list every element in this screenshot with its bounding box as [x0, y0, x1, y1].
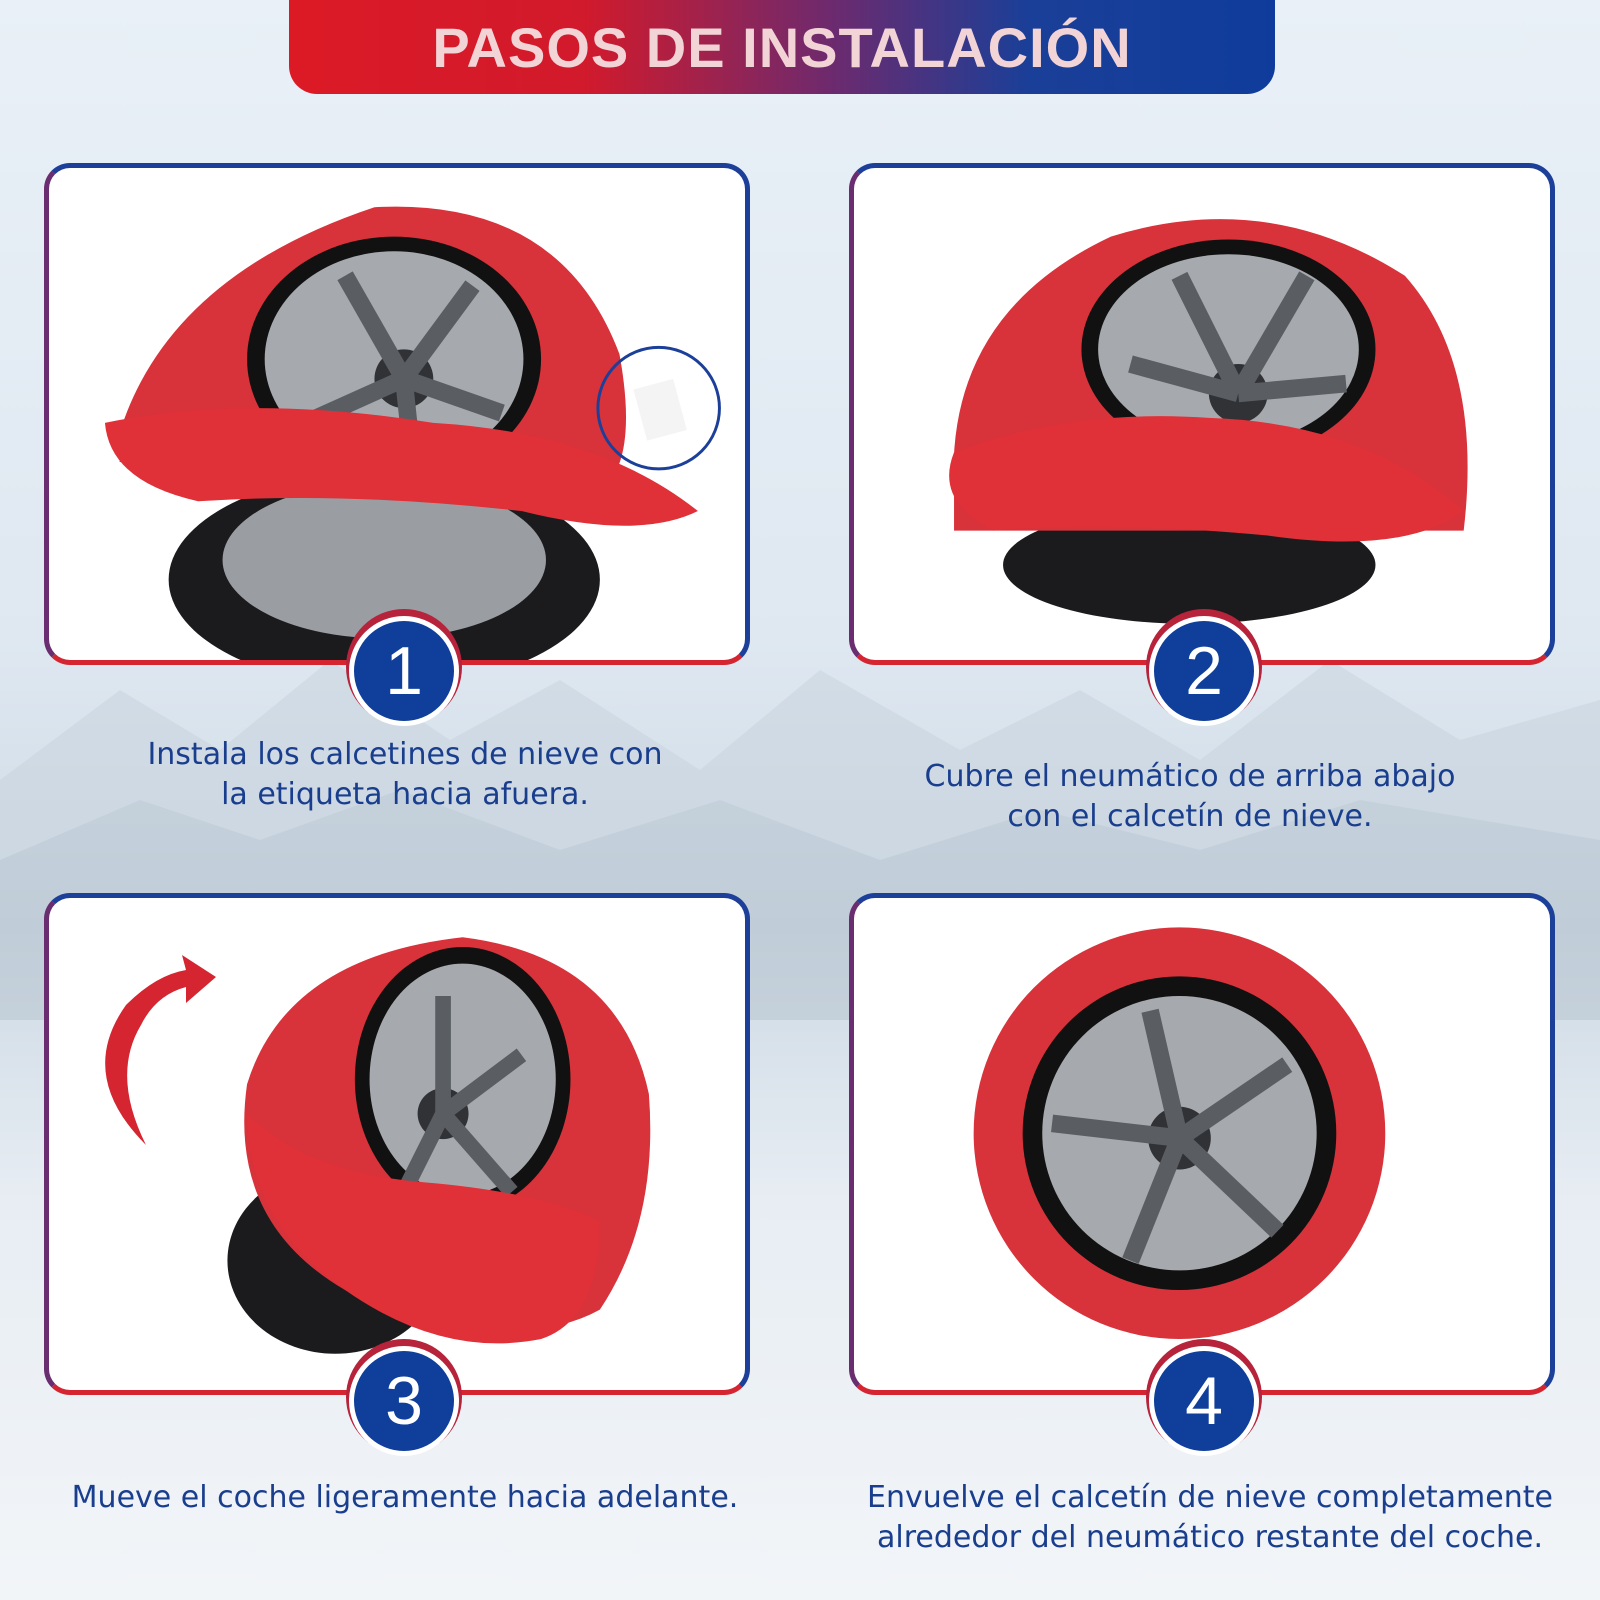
step-1-card: [44, 163, 750, 665]
step-2-photo: [949, 219, 1468, 624]
step-2-caption-line2: con el calcetín de nieve.: [1007, 799, 1373, 834]
step-2-card: [849, 163, 1555, 665]
step-4-caption-line2: alrededor del neumático restante del coc…: [877, 1520, 1543, 1555]
page-title: PASOS DE INSTALACIÓN: [432, 15, 1132, 79]
step-4-card: [849, 893, 1555, 1395]
step-1-caption-line2: la etiqueta hacia afuera.: [221, 777, 589, 812]
step-1-number: 1: [349, 616, 459, 726]
step-4-caption: Envuelve el calcetín de nieve completame…: [830, 1478, 1590, 1558]
step-4-number: 4: [1149, 1346, 1259, 1456]
step-4-caption-line1: Envuelve el calcetín de nieve completame…: [867, 1480, 1553, 1515]
step-3-caption-line1: Mueve el coche ligeramente hacia adelant…: [71, 1480, 739, 1515]
step-2-number: 2: [1149, 616, 1259, 726]
step-1-caption-line1: Instala los calcetines de nieve con: [147, 737, 663, 772]
forward-arrow-icon: [105, 955, 216, 1145]
step-4-photo: [973, 927, 1386, 1340]
step-1-caption: Instala los calcetines de nieve con la e…: [60, 735, 750, 815]
step-2-caption: Cubre el neumático de arriba abajo con e…: [840, 757, 1540, 837]
step-3-card: [44, 893, 750, 1395]
step-2-caption-line1: Cubre el neumático de arriba abajo: [924, 759, 1456, 794]
step-3-photo: [227, 937, 651, 1354]
title-banner: PASOS DE INSTALACIÓN: [289, 0, 1275, 94]
step-1-photo: [104, 206, 721, 660]
step-3-number: 3: [349, 1346, 459, 1456]
step-3-caption: Mueve el coche ligeramente hacia adelant…: [40, 1478, 770, 1518]
